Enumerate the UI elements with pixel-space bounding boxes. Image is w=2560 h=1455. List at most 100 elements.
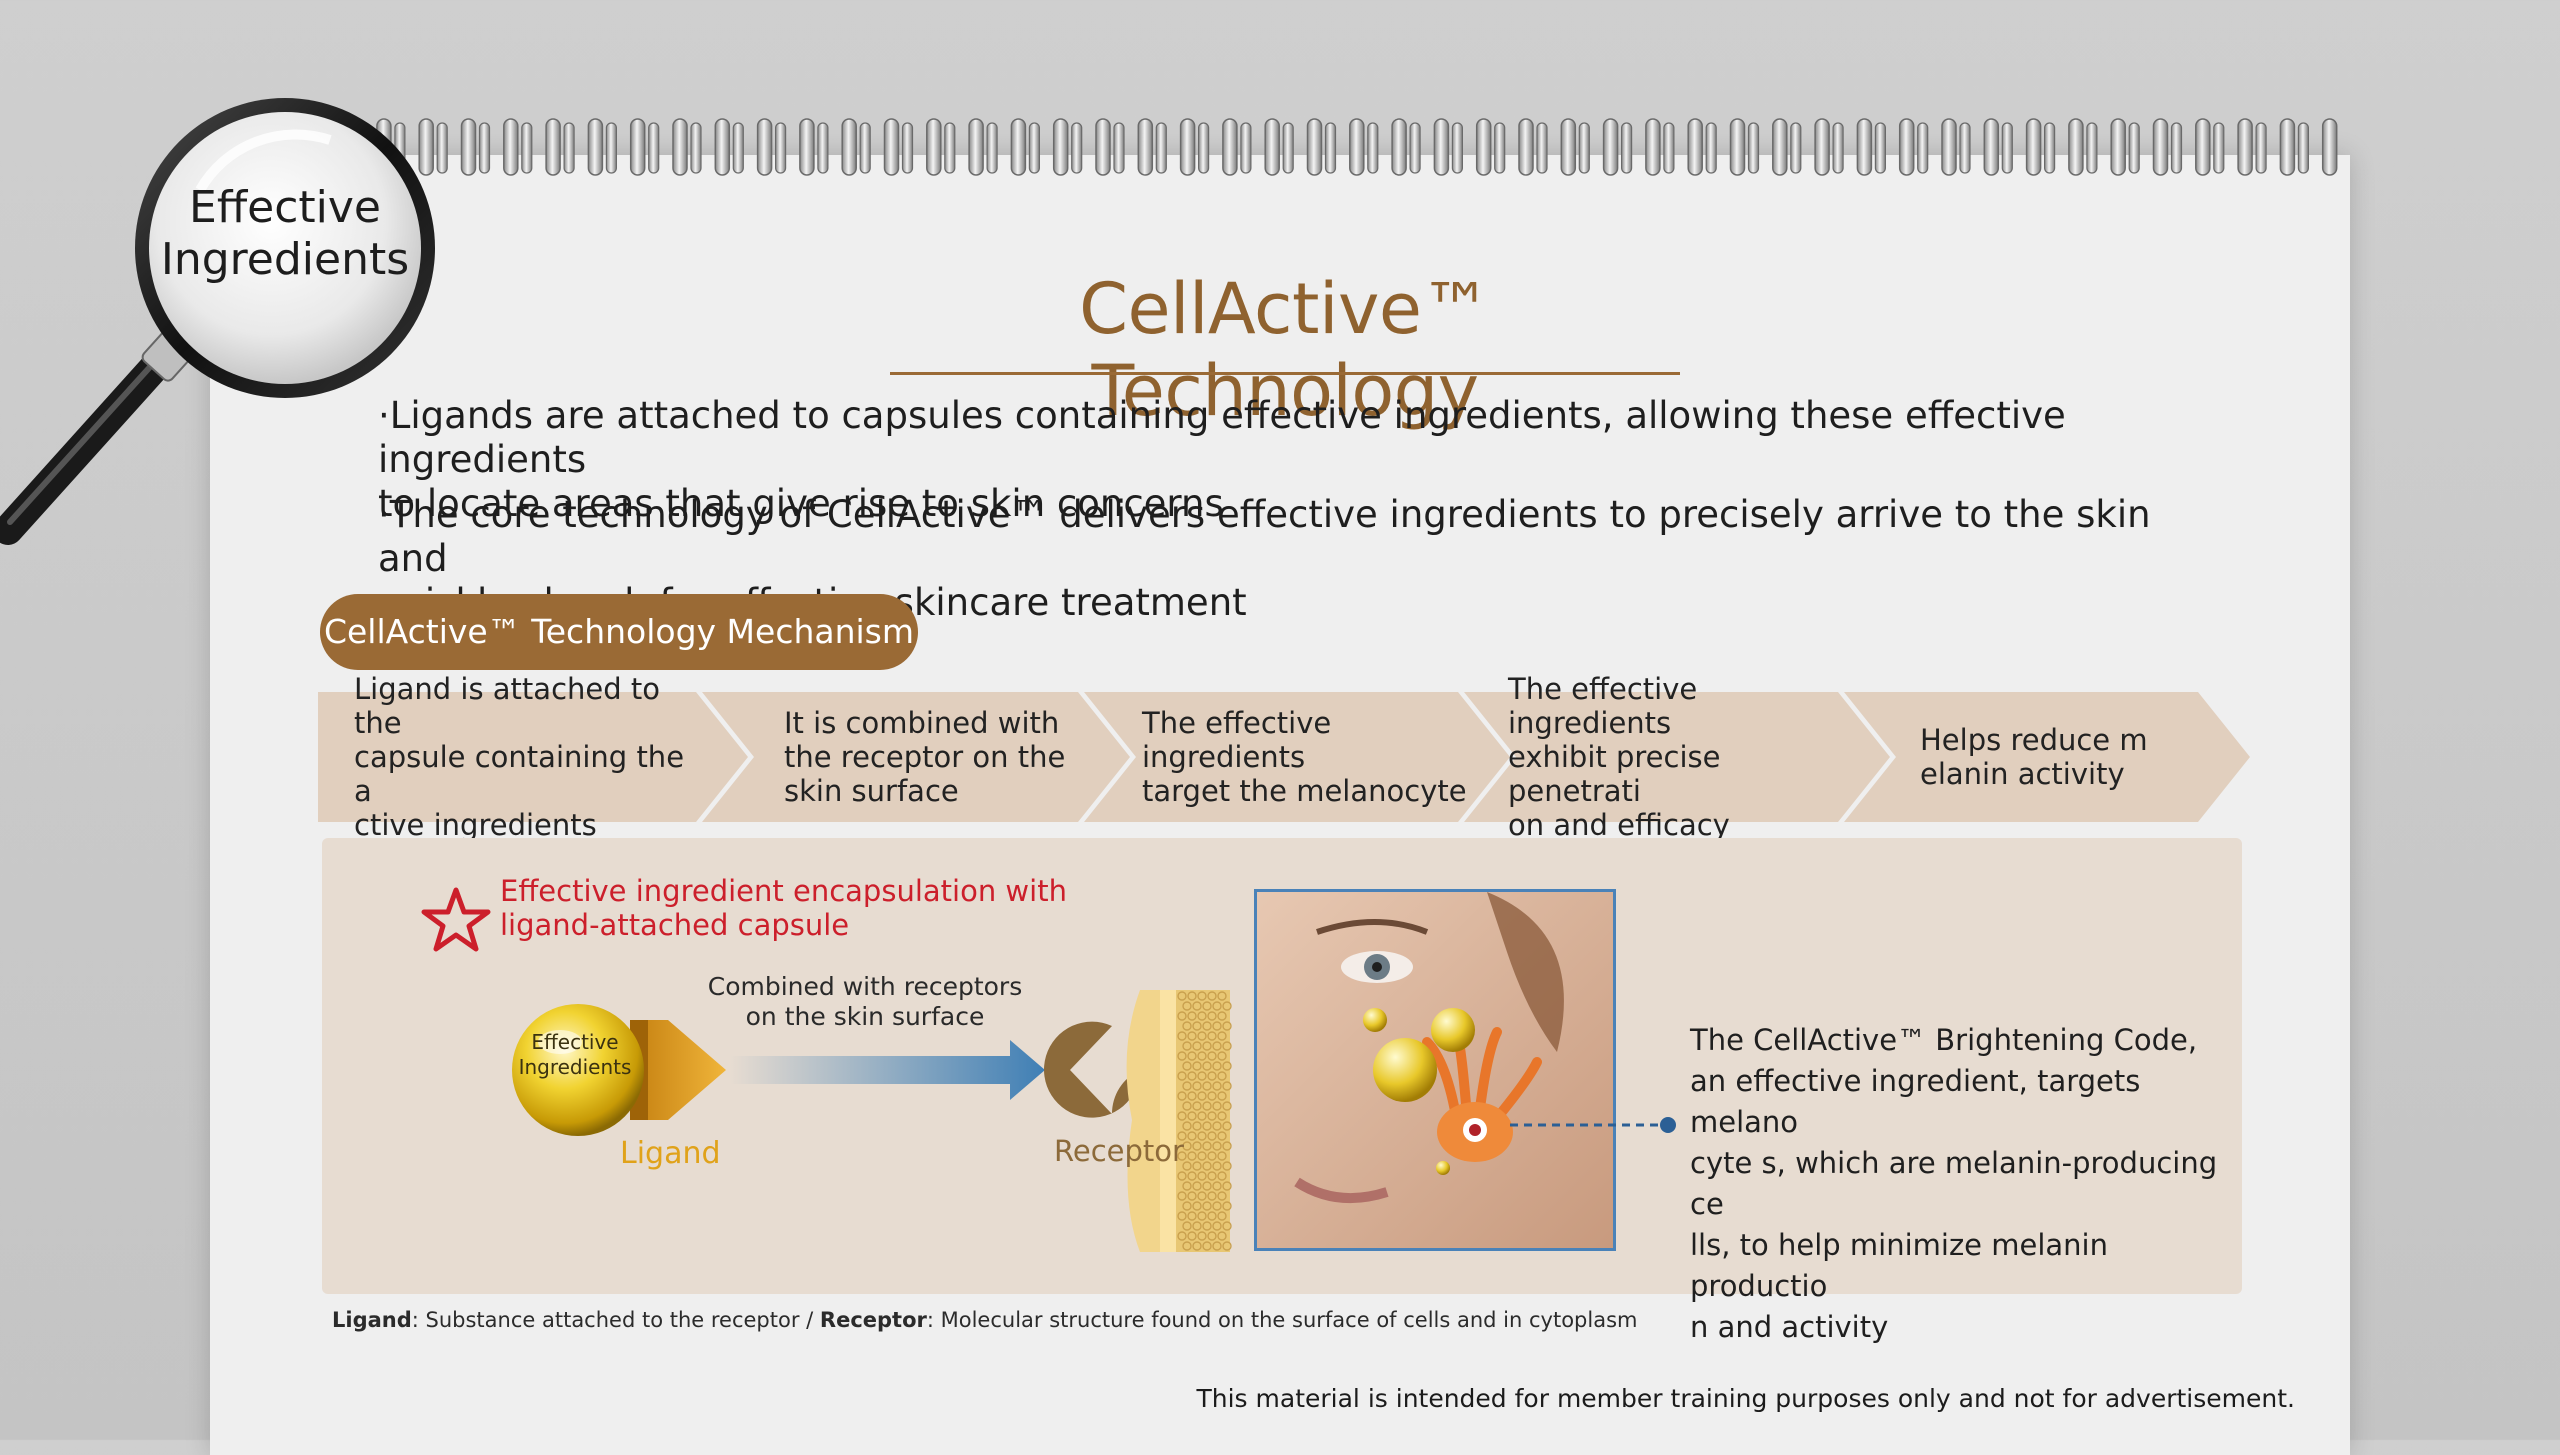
spiral-ring bbox=[1391, 118, 1407, 176]
spiral-ring bbox=[1197, 122, 1210, 174]
spiral-ring bbox=[986, 122, 998, 174]
spiral-ring bbox=[672, 118, 688, 176]
skin-cell bbox=[1207, 1211, 1217, 1221]
skin-cell bbox=[1217, 1231, 1227, 1241]
spiral-ring bbox=[1983, 118, 2000, 176]
skin-cell bbox=[1202, 1061, 1212, 1071]
spiral-ring bbox=[1433, 118, 1450, 176]
step-5-line-1: Helps reduce m bbox=[1920, 723, 2148, 757]
spiral-ring bbox=[2025, 118, 2042, 176]
skin-cell bbox=[1212, 1241, 1222, 1251]
skin-cell bbox=[1217, 1151, 1227, 1161]
receptor-label: Receptor bbox=[1054, 1134, 1184, 1168]
spiral-ring bbox=[2321, 118, 2338, 176]
skin-cell bbox=[1222, 1101, 1232, 1111]
footnote-term-ligand: Ligand bbox=[332, 1308, 412, 1332]
spiral-ring bbox=[1645, 118, 1661, 176]
skin-cell bbox=[1212, 1061, 1222, 1071]
brightening-line-5: n and activity bbox=[1690, 1310, 1889, 1344]
skin-cell bbox=[1197, 1131, 1207, 1141]
skin-cell bbox=[1182, 1121, 1192, 1131]
chevron-row bbox=[318, 692, 2250, 822]
skin-cell bbox=[1182, 1201, 1192, 1211]
skin-cell bbox=[1197, 1171, 1207, 1181]
spiral-ring bbox=[1137, 118, 1154, 176]
skin-cell bbox=[1197, 1151, 1207, 1161]
skin-cell bbox=[1202, 1101, 1212, 1111]
skin-cell bbox=[1192, 1141, 1202, 1151]
skin-cell bbox=[1187, 1191, 1197, 1201]
spiral-ring bbox=[2195, 118, 2211, 176]
skin-cell bbox=[1187, 1131, 1197, 1141]
spiral-ring bbox=[799, 118, 815, 176]
skin-cell bbox=[1207, 1071, 1217, 1081]
spiral-ring bbox=[1240, 122, 1252, 174]
skin-cell bbox=[1222, 1121, 1232, 1131]
skin-cell bbox=[1177, 1151, 1187, 1161]
skin-cell bbox=[1207, 1111, 1217, 1121]
arrow-caption: Combined with receptors on the skin surf… bbox=[690, 972, 1040, 1032]
spiral-ring bbox=[1687, 118, 1703, 176]
skin-cell bbox=[1177, 1131, 1187, 1141]
skin-cell bbox=[1212, 1221, 1222, 1231]
spiral-ring bbox=[436, 122, 448, 174]
step-4-line-2: exhibit precise penetrati bbox=[1508, 740, 1721, 808]
skin-cell bbox=[1197, 1071, 1207, 1081]
face-photo bbox=[1254, 889, 1616, 1251]
step-5-line-2: elanin activity bbox=[1920, 757, 2125, 791]
spiral-ring bbox=[648, 122, 660, 174]
skin-cell bbox=[1187, 991, 1197, 1001]
skin-cell bbox=[1192, 1181, 1202, 1191]
skin-cell bbox=[1177, 1071, 1187, 1081]
spiral-ring bbox=[2170, 122, 2183, 174]
skin-cell bbox=[1202, 1121, 1212, 1131]
spiral-ring bbox=[1772, 118, 1788, 176]
skin-cell bbox=[1177, 1031, 1187, 1041]
skin-cell bbox=[1207, 1231, 1217, 1241]
spiral-ring bbox=[460, 118, 477, 176]
skin-cell bbox=[1182, 1061, 1192, 1071]
skin-cell bbox=[1207, 1051, 1217, 1061]
step-2-line-1: It is combined with bbox=[784, 706, 1060, 740]
step-4-line-1: The effective ingredients bbox=[1508, 672, 1698, 740]
step-2-line-3: skin surface bbox=[784, 774, 959, 808]
connector-line bbox=[1510, 1117, 1676, 1133]
magnifier-line-1: Effective bbox=[189, 182, 381, 233]
step-1-line-3: ctive ingredients bbox=[354, 808, 597, 842]
skin-cell bbox=[1202, 1161, 1212, 1171]
spiral-ring bbox=[1095, 118, 1111, 176]
spiral-ring bbox=[2068, 118, 2084, 176]
spiral-ring bbox=[859, 122, 871, 174]
skin-cell bbox=[1212, 1121, 1222, 1131]
skin-cell bbox=[1222, 1241, 1232, 1251]
definitions-footnote: Ligand: Substance attached to the recept… bbox=[332, 1308, 1832, 1332]
skin-cell bbox=[1222, 1021, 1232, 1031]
skin-cell bbox=[1202, 1221, 1212, 1231]
spiral-ring bbox=[901, 122, 914, 174]
skin-cell bbox=[1197, 1091, 1207, 1101]
spiral-ring bbox=[2152, 118, 2169, 176]
skin-cell bbox=[1192, 1121, 1202, 1131]
skin-cell bbox=[1177, 1111, 1187, 1121]
brightening-line-2: an effective ingredient, targets melano bbox=[1690, 1064, 2141, 1139]
spiral-ring bbox=[774, 122, 787, 174]
skin-cell bbox=[1182, 1041, 1192, 1051]
magnifier-label: Effective Ingredients bbox=[145, 182, 425, 286]
skin-cell bbox=[1217, 991, 1227, 1001]
skin-cell bbox=[1202, 1201, 1212, 1211]
spiral-ring bbox=[1620, 122, 1633, 174]
bullet-marker: · bbox=[378, 493, 390, 536]
skin-cell bbox=[1187, 1111, 1197, 1121]
skin-cell bbox=[1192, 1221, 1202, 1231]
skin-cell bbox=[1187, 1051, 1197, 1061]
skin-cell bbox=[1192, 1021, 1202, 1031]
spiral-ring bbox=[2297, 122, 2309, 174]
spiral-ring bbox=[732, 122, 744, 174]
skin-cell bbox=[1222, 1041, 1232, 1051]
skin-cell bbox=[1192, 1201, 1202, 1211]
step-4-line-3: on and efficacy bbox=[1508, 808, 1730, 842]
spiral-ring bbox=[2086, 122, 2098, 174]
spiral-ring bbox=[1729, 118, 1746, 176]
skin-cell bbox=[1187, 1031, 1197, 1041]
skin-cell bbox=[1207, 1131, 1217, 1141]
